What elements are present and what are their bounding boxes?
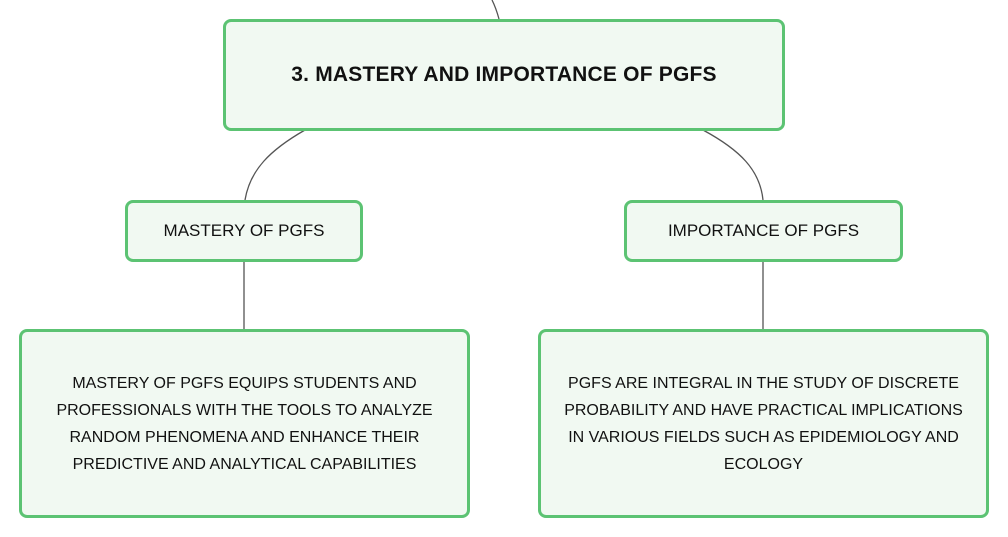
- connector-parent-to-root: [491, 0, 500, 20]
- importance-node-label: Importance of PGFs: [667, 221, 860, 240]
- root-node[interactable]: 3. Mastery and Importance of PGFs: [223, 19, 785, 131]
- importance-detail-text: PGFs are integral in the study of discre…: [564, 374, 963, 473]
- mastery-detail-node[interactable]: Mastery of PGFs equips students and prof…: [19, 329, 470, 518]
- connector-root-to-importance: [702, 129, 764, 201]
- importance-detail-node[interactable]: PGFs are integral in the study of discre…: [538, 329, 989, 518]
- mastery-detail-text: Mastery of PGFs equips students and prof…: [56, 374, 433, 473]
- root-node-label: 3. Mastery and Importance of PGFs: [291, 63, 717, 86]
- connector-root-to-mastery: [244, 129, 306, 201]
- mastery-node[interactable]: Mastery of PGFs: [125, 200, 363, 262]
- mastery-node-label: Mastery of PGFs: [163, 221, 325, 240]
- importance-node[interactable]: Importance of PGFs: [624, 200, 903, 262]
